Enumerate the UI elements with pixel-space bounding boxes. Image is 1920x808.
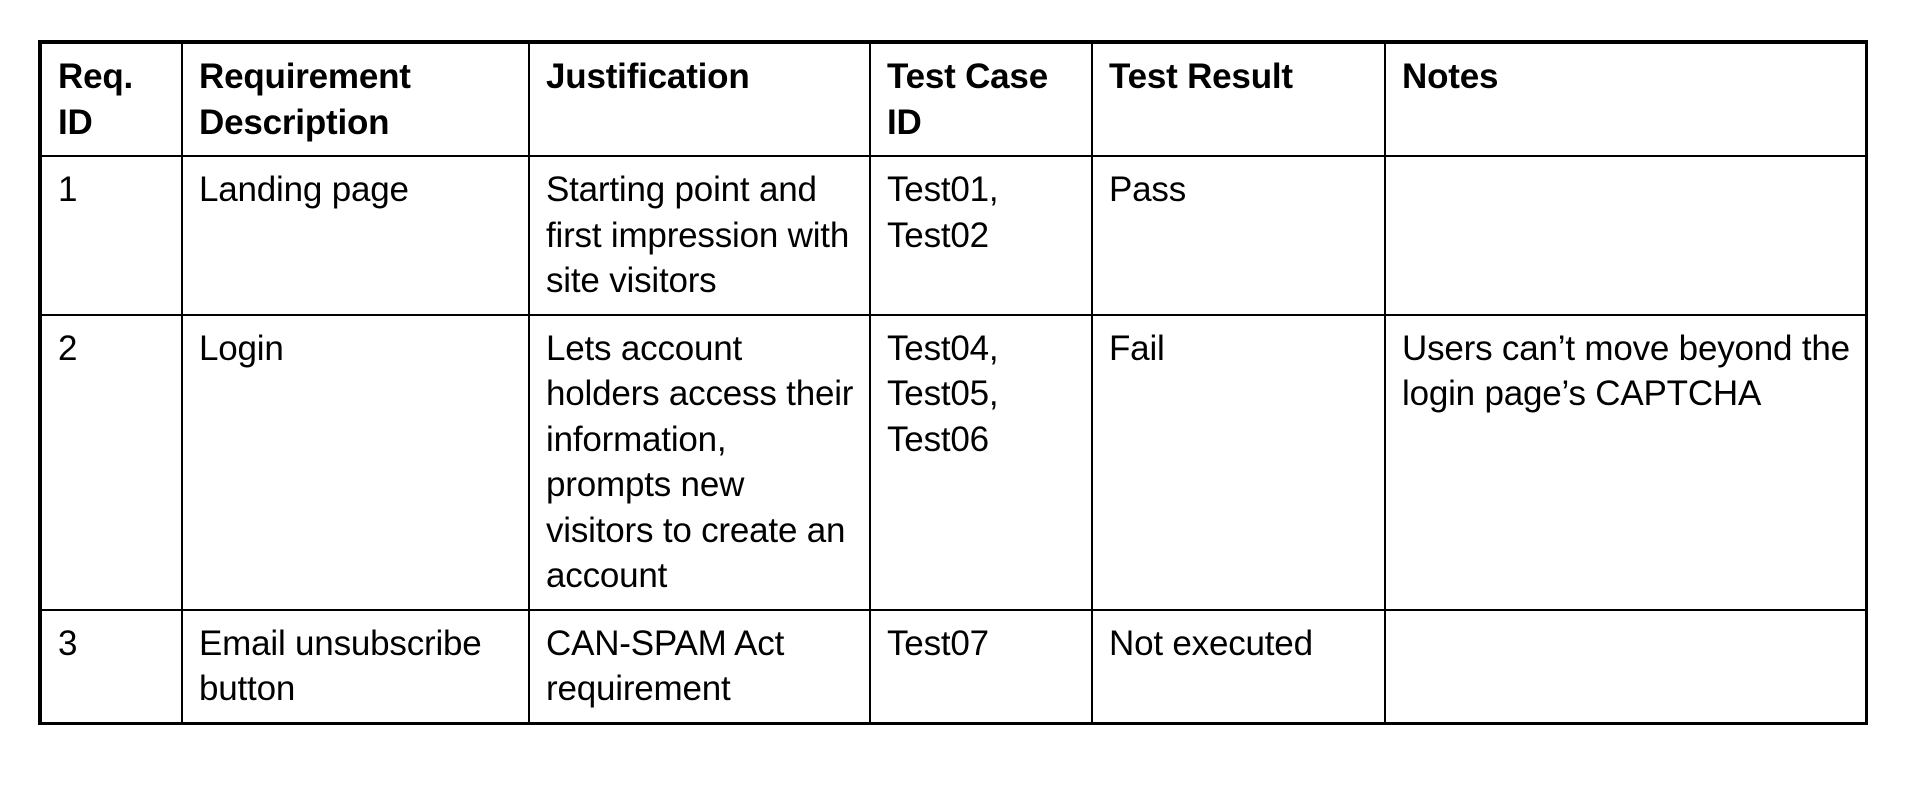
cell-justification: Starting point and first impression with…: [528, 155, 871, 316]
cell-justification: Lets account holders access their inform…: [528, 313, 871, 611]
table-body: 1 Landing page Starting point and first …: [38, 155, 1868, 725]
cell-test-case-id: Test04, Test05, Test06: [869, 313, 1093, 611]
column-header-test-case-id-label: Test Case ID: [887, 57, 1048, 142]
cell-justification-value: CAN-SPAM Act requirement: [546, 623, 785, 709]
cell-req-id-value: 2: [58, 328, 78, 368]
cell-requirement-description: Email unsubscribe button: [181, 608, 530, 725]
cell-req-id: 3: [38, 608, 183, 725]
cell-test-case-id: Test07: [869, 608, 1093, 725]
cell-notes-value: Users can’t move beyond the login page’s…: [1402, 328, 1850, 414]
table-row: 2 Login Lets account holders access thei…: [38, 313, 1868, 611]
cell-requirement-description-value: Landing page: [199, 170, 409, 209]
cell-requirement-description: Landing page: [181, 155, 530, 316]
cell-test-case-id-value: Test04, Test05, Test06: [887, 328, 999, 459]
cell-test-result: Fail: [1091, 313, 1386, 611]
cell-justification-value: Lets account holders access their inform…: [546, 328, 854, 596]
cell-test-result: Pass: [1091, 155, 1386, 316]
cell-test-result: Not executed: [1091, 608, 1386, 725]
column-header-req-id-label: Req. ID: [58, 57, 134, 142]
column-header-notes: Notes: [1384, 40, 1868, 157]
cell-test-result-value: Not executed: [1109, 623, 1313, 663]
cell-test-case-id-value: Test01, Test02: [887, 170, 999, 255]
cell-requirement-description-value: Email unsubscribe button: [199, 623, 482, 709]
column-header-test-case-id: Test Case ID: [869, 40, 1093, 157]
cell-justification-value: Starting point and first impression with…: [546, 170, 850, 300]
cell-requirement-description-value: Login: [199, 328, 284, 368]
cell-req-id-value: 3: [58, 623, 78, 663]
column-header-justification: Justification: [528, 40, 871, 157]
requirements-traceability-table: Req. ID Requirement Description Justific…: [38, 40, 1868, 725]
cell-test-case-id-value: Test07: [887, 623, 989, 663]
table-row: 1 Landing page Starting point and first …: [38, 155, 1868, 316]
cell-justification: CAN-SPAM Act requirement: [528, 608, 871, 725]
column-header-requirement-description-label: Requirement Description: [199, 57, 411, 142]
column-header-requirement-description: Requirement Description: [181, 40, 530, 157]
cell-requirement-description: Login: [181, 313, 530, 611]
requirements-table-container: Req. ID Requirement Description Justific…: [38, 40, 1868, 725]
cell-req-id: 2: [38, 313, 183, 611]
column-header-notes-label: Notes: [1402, 57, 1499, 96]
table-header-row: Req. ID Requirement Description Justific…: [38, 40, 1868, 157]
cell-test-result-value: Pass: [1109, 170, 1187, 209]
cell-notes-value: [1402, 167, 1851, 168]
table-row: 3 Email unsubscribe button CAN-SPAM Act …: [38, 608, 1868, 725]
cell-notes: [1384, 155, 1868, 316]
cell-test-case-id: Test01, Test02: [869, 155, 1093, 316]
cell-test-result-value: Fail: [1109, 328, 1165, 368]
cell-notes-value: [1402, 621, 1851, 622]
cell-notes: [1384, 608, 1868, 725]
cell-req-id-value: 1: [58, 170, 78, 209]
table-header: Req. ID Requirement Description Justific…: [38, 40, 1868, 157]
column-header-req-id: Req. ID: [38, 40, 183, 157]
column-header-test-result: Test Result: [1091, 40, 1386, 157]
column-header-test-result-label: Test Result: [1109, 57, 1293, 96]
cell-notes: Users can’t move beyond the login page’s…: [1384, 313, 1868, 611]
column-header-justification-label: Justification: [546, 57, 750, 96]
cell-req-id: 1: [38, 155, 183, 316]
